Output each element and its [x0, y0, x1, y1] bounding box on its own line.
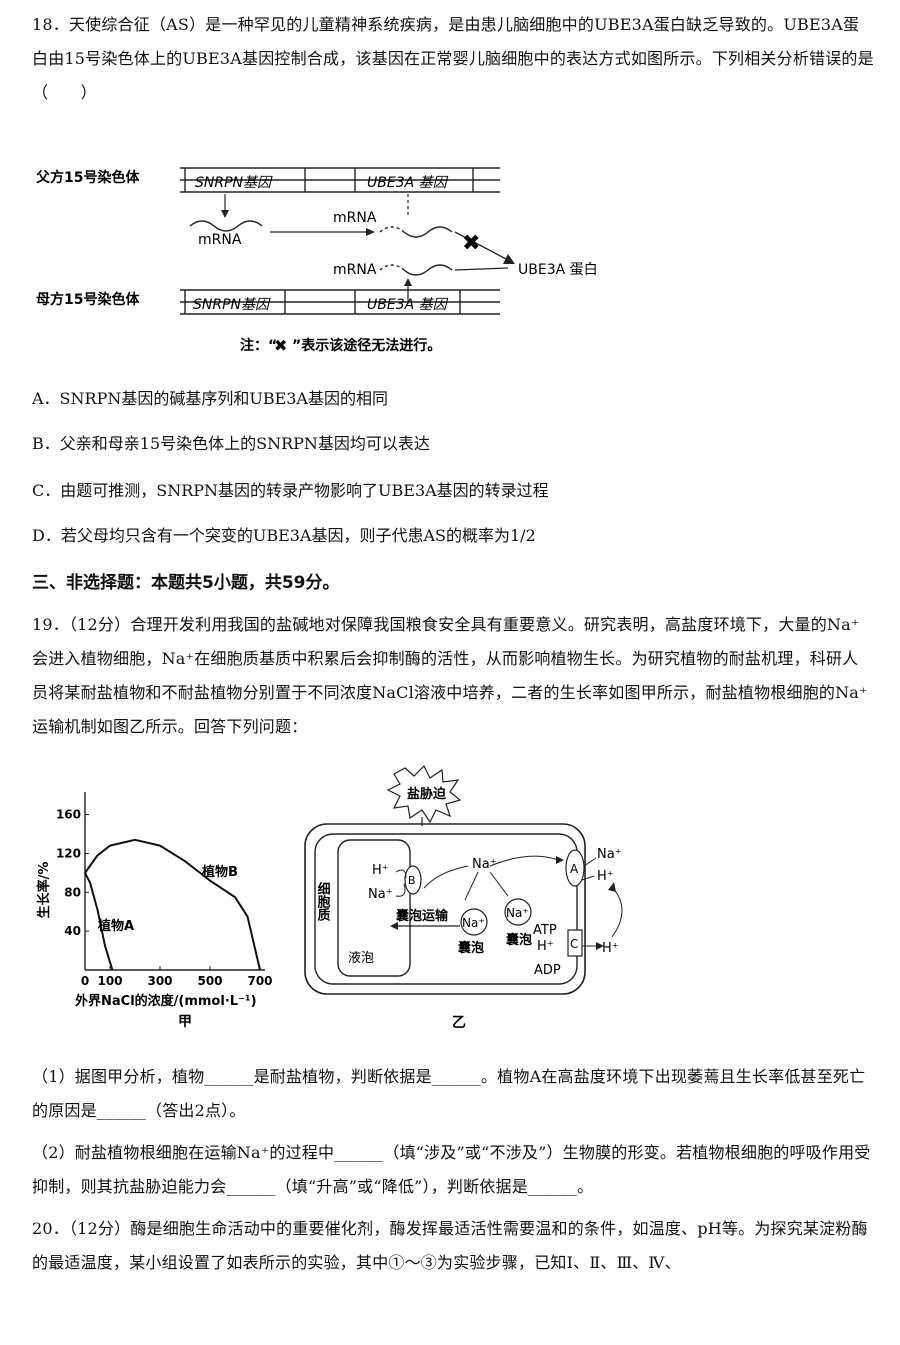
na-ion-outside: Na⁺ [597, 847, 622, 862]
q19-sub1: （1）据图甲分析，植物______是耐盐植物，判断依据是______。植物A在高… [32, 1067, 866, 1120]
h-ion-outside-bottom: H⁺ [602, 941, 619, 956]
chart-a-label-a: 植物A [97, 918, 134, 934]
cytoplasm-label: 细胞质 [315, 881, 332, 922]
y-tick-label: 160 [56, 808, 81, 822]
figure-note-pre: 注：“ [240, 337, 277, 354]
protein-a-label: A [570, 862, 579, 876]
paternal-label: 父方15号染色体 [35, 169, 140, 186]
protein-b-label: B [408, 874, 416, 887]
protein-c-label: C [570, 937, 578, 951]
q18-stem: 18．天使综合征（AS）是一种罕见的儿童精神系统疾病，是由患儿脑细胞中的UBE3… [32, 15, 874, 102]
paternal-mrna2: mRNA [333, 210, 377, 226]
x-tick-label: 300 [147, 974, 172, 988]
na-ion-cytoplasm: Na⁺ [472, 857, 497, 872]
vacuole-label: 液泡 [348, 951, 374, 966]
paternal-gene1: SNRPN基因 [195, 175, 273, 191]
maternal-gene2: UBE3A 基因 [367, 297, 449, 313]
figure-b-caption: 乙 [452, 1015, 466, 1031]
maternal-gene1: SNRPN基因 [193, 297, 271, 313]
q18-figure: 父方15号染色体 SNRPN基因 UBE3A 基因 mRNA mRNA ✖ UB… [35, 167, 598, 355]
x-tick-label: 700 [247, 974, 272, 988]
figure-note-post: ”表示该途径无法进行。 [292, 337, 441, 354]
maternal-label: 母方15号染色体 [36, 291, 140, 308]
vesicle-transport-label: 囊泡运输 [395, 908, 449, 924]
atp-label: ATP [533, 923, 557, 938]
y-tick-label: 80 [64, 885, 81, 899]
q18-option-b: B．父亲和母亲15号染色体上的SNRPN基因均可以表达 [32, 434, 430, 453]
vesicle-na-2: Na⁺ [506, 906, 529, 920]
section-heading: 三、非选择题：本题共5小题，共59分。 [32, 573, 340, 593]
series-line-plant-a [84, 872, 114, 971]
q19-stem: 19．（12分）合理开发利用我国的盐碱地对保障我国粮食安全具有重要意义。研究表明… [32, 615, 868, 736]
x-tick-label: 0 [81, 974, 89, 988]
chart-a-label-b: 植物B [201, 864, 238, 880]
vesicle-na-1: Na⁺ [462, 916, 485, 930]
na-ion-vacuole: Na⁺ [368, 887, 393, 902]
maternal-mrna: mRNA [333, 262, 377, 278]
h-ion-cytoplasm: H⁺ [537, 939, 554, 954]
y-tick-label: 120 [56, 846, 81, 860]
q18-option-a: A．SNRPN基因的碱基序列和UBE3A基因的相同 [32, 389, 388, 408]
q20-stem: 20．（12分）酶是细胞生命活动中的重要催化剂，酶发挥最适活性需要温和的条件，如… [32, 1219, 868, 1272]
vesicle-label-1: 囊泡 [457, 940, 484, 956]
series-line-plant-b [84, 838, 261, 971]
x-tick-label: 100 [97, 974, 122, 988]
q19-figure-b: 盐胁迫 液泡 细胞质 B H⁺ Na⁺ Na⁺ Na⁺ Na⁺ 囊泡运输 囊泡 … [304, 764, 623, 1031]
y-tick-label: 40 [64, 924, 81, 938]
paternal-mrna: mRNA [198, 232, 242, 248]
x-tick-label: 500 [197, 974, 222, 988]
cross-mark-icon: ✖ [462, 231, 480, 256]
chart-a-xlabel: 外界NaCl的浓度/(mmol·L⁻¹) [74, 993, 257, 1009]
figure-note-cross-icon: ✖ [274, 336, 287, 355]
q18-option-c: C．由题可推测，SNRPN基因的转录产物影响了UBE3A基因的转录过程 [32, 481, 549, 500]
chart-a-caption: 甲 [178, 1014, 192, 1030]
vesicle-label-2: 囊泡 [505, 932, 532, 948]
stress-label: 盐胁迫 [407, 786, 447, 802]
q19-chart-a: 生长率/% 160 120 80 40 0 100 300 500 700 植物A 植物B 外界… [36, 792, 273, 1030]
h-ion-outside-top: H⁺ [597, 869, 614, 884]
q19-sub2: （2）耐盐植物根细胞在运输Na⁺的过程中______（填“涉及”或“不涉及”）生… [32, 1143, 871, 1196]
chart-a-ylabel: 生长率/% [36, 862, 52, 919]
q18-option-d: D．若父母均只含有一个突变的UBE3A基因，则子代患AS的概率为1/2 [32, 526, 536, 545]
protein-label: UBE3A 蛋白 [518, 262, 598, 278]
h-ion-vacuole: H⁺ [372, 863, 389, 878]
paternal-gene2: UBE3A 基因 [367, 175, 449, 191]
adp-label: ADP [534, 963, 561, 978]
